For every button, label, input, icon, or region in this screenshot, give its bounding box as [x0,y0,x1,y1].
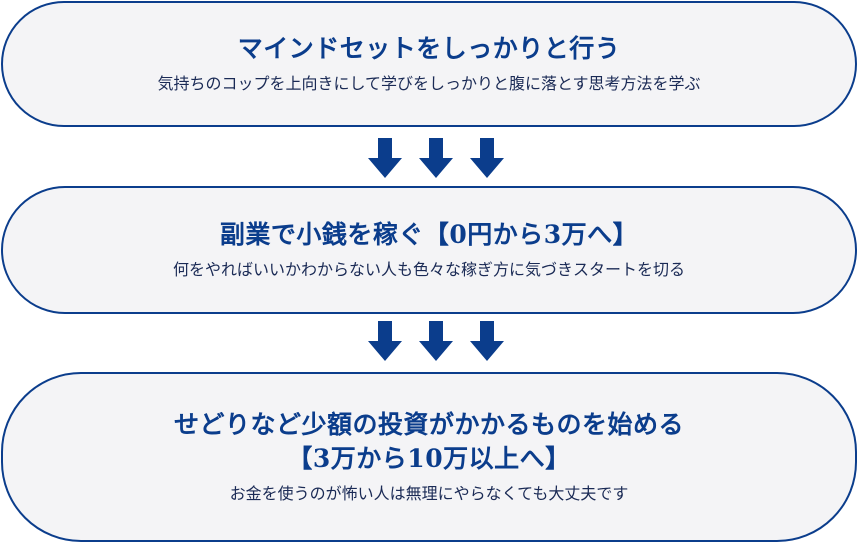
step-title: マインドセットをしっかりと行う [237,34,621,63]
step-description: 気持ちのコップを上向きにして学びをしっかりと腹に落とす思考方法を学ぶ [157,74,701,93]
step-description: お金を使うのが怖い人は無理にやらなくても大丈夫です [229,484,629,503]
arrow-connector [368,321,504,361]
down-arrow-icon [368,321,402,361]
down-arrow-icon [470,321,504,361]
step-description: 何をやればいいかわからない人も色々な稼ぎ方に気づきスタートを切る [172,260,685,279]
down-arrow-icon [419,138,453,178]
step-box-mindset: マインドセットをしっかりと行う 気持ちのコップを上向きにして学びをしっかりと腹に… [1,1,857,127]
arrow-connector [368,138,504,178]
step-title-line1: せどりなど少額の投資がかかるものを始める [173,410,684,439]
step-box-side-business: 副業で小銭を稼ぐ【0円から3万へ】 何をやればいいかわからない人も色々な稼ぎ方に… [1,186,857,314]
down-arrow-icon [419,321,453,361]
down-arrow-icon [368,138,402,178]
step-title: 副業で小銭を稼ぐ【0円から3万へ】 [219,220,639,249]
step-box-small-investment: せどりなど少額の投資がかかるものを始める 【3万から10万以上へ】 お金を使うの… [1,372,857,542]
step-title-line2: 【3万から10万以上へ】 [287,444,571,473]
down-arrow-icon [470,138,504,178]
